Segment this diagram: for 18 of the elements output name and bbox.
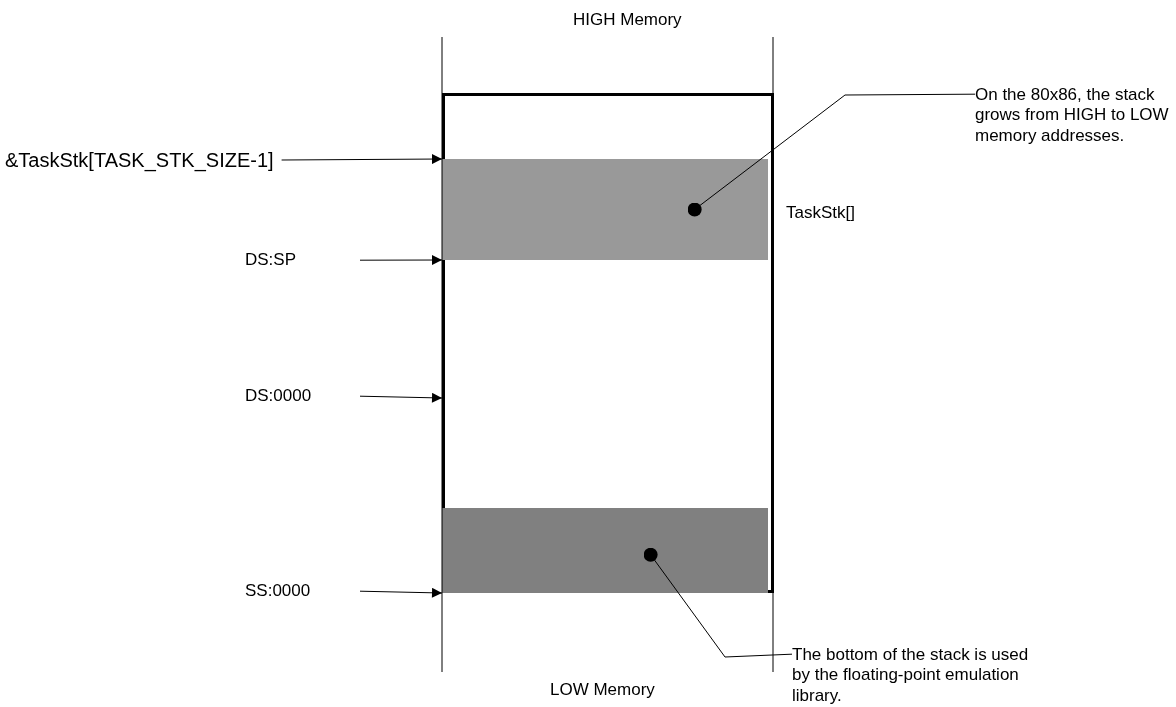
arrow: [359, 392, 443, 403]
pointer-label: DS:SP: [245, 250, 297, 271]
stack-region: [442, 159, 768, 260]
pointer-label: DS:0000: [245, 386, 312, 407]
note-text: On the 80x86, the stack grows from HIGH to LOW memory addresses.: [975, 85, 1170, 147]
pointer-label: SS:0000: [245, 581, 311, 602]
leader-line: [643, 547, 793, 658]
arrow: [281, 154, 443, 165]
leader-line: [687, 93, 976, 217]
note-text: The bottom of the stack is used by the floating-point emulation library.: [792, 645, 1030, 707]
memory-end-label: LOW Memory: [550, 680, 655, 701]
memory-end-label: HIGH Memory: [573, 10, 682, 31]
arrow: [359, 587, 443, 598]
pointer-label: &TaskStk[TASK_STK_SIZE-1]: [5, 148, 274, 172]
memory-block: [442, 93, 774, 593]
region-label: TaskStk[]: [786, 203, 855, 224]
arrow: [359, 255, 443, 265]
emulation-region: [442, 508, 768, 593]
